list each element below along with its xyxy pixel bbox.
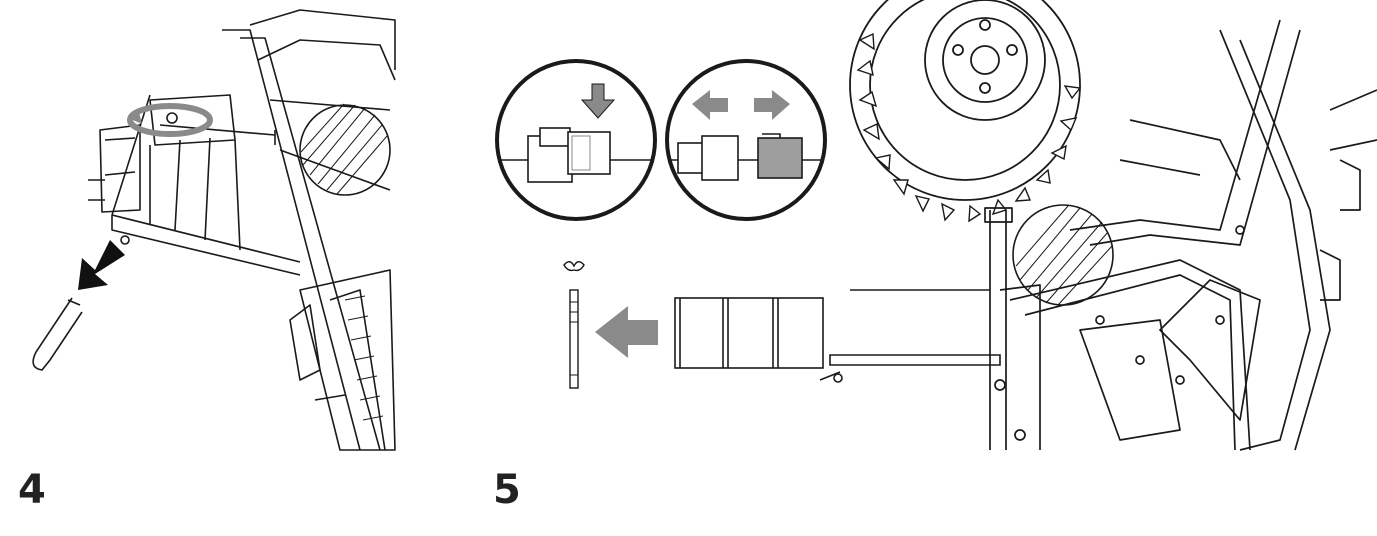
- wing-nut-icon: [563, 261, 585, 272]
- step-number-5: 5: [493, 467, 521, 513]
- pin-icon: [32, 297, 83, 371]
- step-5-illustration: [480, 0, 1377, 460]
- step-4-illustration: [0, 0, 420, 460]
- connector-insert-icon: [495, 59, 657, 221]
- hatched-circle: [1012, 204, 1114, 306]
- left-arrow-icon: [595, 306, 658, 358]
- connector-separate-icon: [665, 59, 827, 221]
- step-number-4: 4: [18, 467, 46, 513]
- step-4-drawing: [32, 9, 396, 451]
- down-left-arrow-icon: [78, 240, 125, 290]
- wheel-treads: [856, 32, 1082, 223]
- wheel: [849, 0, 1081, 201]
- rotate-arrow-icon: [127, 103, 213, 137]
- bolt-icon: [569, 289, 579, 389]
- step-5-drawing: [495, 0, 1377, 451]
